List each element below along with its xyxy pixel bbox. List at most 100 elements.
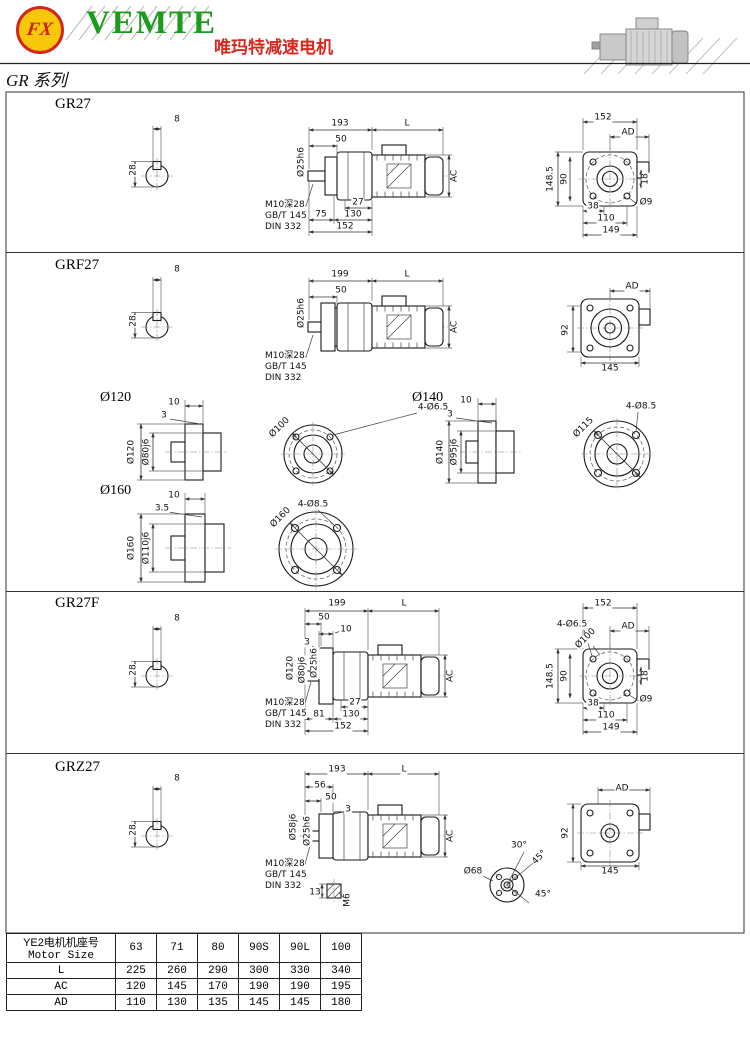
table-cell: 290 bbox=[197, 962, 239, 979]
header-hatching-left bbox=[65, 5, 210, 41]
gr27-shaft-dia: Ø25h6 bbox=[296, 146, 307, 178]
grz27-pad-angle-45b: 45° bbox=[534, 889, 552, 900]
grz27-key-height: 28 bbox=[128, 823, 139, 837]
gr27f-step: 3 bbox=[303, 637, 311, 648]
grz27-shaft-dia: Ø25h6 bbox=[302, 815, 313, 847]
table-size-100: 100 bbox=[320, 933, 362, 963]
gr27f-rv-148-5: 148.5 bbox=[545, 662, 556, 690]
gr27-dim-shaft-length: 50 bbox=[334, 134, 348, 145]
model-title-grz27: GRZ27 bbox=[55, 759, 100, 775]
table-row-ad: AD 110 130 135 145 145 180 bbox=[6, 994, 362, 1011]
gr27f-rv-18: 18 bbox=[640, 669, 651, 683]
flange-160-title: Ø160 bbox=[100, 483, 132, 498]
gr27f-dim-27: 27 bbox=[348, 697, 362, 708]
gr27-tap-note-2: GB/T 145 bbox=[265, 211, 307, 221]
grz27-drawing bbox=[131, 771, 651, 904]
flange-160-pilot: Ø110j6 bbox=[141, 530, 152, 566]
brand-logo: FX bbox=[16, 6, 64, 54]
gr27-tap-note-3: DIN 332 bbox=[265, 222, 302, 232]
table-cell: 145 bbox=[279, 994, 321, 1011]
gr27f-rv-152: 152 bbox=[593, 598, 613, 609]
gr27-rv-38: 38 bbox=[586, 201, 600, 212]
gr27-dim-130: 130 bbox=[343, 209, 363, 220]
table-size-90l: 90L bbox=[279, 933, 321, 963]
flange-160-drawing bbox=[137, 493, 357, 590]
grz27-tap-note-3: DIN 332 bbox=[265, 881, 302, 891]
flange-120-thickness: 10 bbox=[167, 397, 181, 408]
flange-140-step: 3 bbox=[446, 409, 454, 420]
gr27-rv-152: 152 bbox=[593, 112, 613, 123]
grz27-tap-note-1: M10深28 bbox=[265, 859, 305, 869]
gr27f-flange-thickness: 10 bbox=[339, 624, 353, 635]
table-header-en: Motor Size bbox=[27, 950, 94, 962]
grf27-tap-note-3: DIN 332 bbox=[265, 373, 302, 383]
grf27-motor-dia: AC bbox=[449, 319, 460, 335]
table-cell: 145 bbox=[238, 994, 280, 1011]
gr27f-key-width: 8 bbox=[173, 613, 181, 624]
flange-140-od: Ø140 bbox=[435, 438, 446, 466]
brand-subtitle: 唯玛特减速电机 bbox=[214, 38, 333, 57]
grf27-key-width: 8 bbox=[173, 264, 181, 275]
gr27-rv-149: 149 bbox=[601, 225, 621, 236]
logo-mark: FX bbox=[25, 19, 55, 40]
gr27f-dim-81: 81 bbox=[312, 709, 326, 720]
gr27f-key-height: 28 bbox=[128, 663, 139, 677]
table-cell: 260 bbox=[156, 962, 198, 979]
gr27f-rv-38: 38 bbox=[586, 698, 600, 709]
model-title-gr27f: GR27F bbox=[55, 595, 100, 611]
gr27f-rv-110: 110 bbox=[596, 710, 616, 721]
table-cell: 170 bbox=[197, 978, 239, 995]
grf27-dim-motor-length: L bbox=[403, 269, 411, 280]
gr27-motor-dia: AC bbox=[449, 168, 460, 184]
brand-name: VEMTE bbox=[86, 5, 218, 41]
grz27-key-width: 8 bbox=[173, 773, 181, 784]
gr27f-pilot: Ø80j6 bbox=[297, 655, 308, 685]
gr27-rv-ad: AD bbox=[620, 127, 636, 138]
gr27f-tap-note-3: DIN 332 bbox=[265, 720, 302, 730]
gr27-dim-27: 27 bbox=[351, 197, 365, 208]
table-cell: 130 bbox=[156, 994, 198, 1011]
gr27-rv-148-5: 148.5 bbox=[545, 165, 556, 193]
flange-160-od: Ø160 bbox=[126, 534, 137, 562]
table-cell: 225 bbox=[115, 962, 157, 979]
flange-120-step: 3 bbox=[160, 410, 168, 421]
grz27-motor-dia: AC bbox=[445, 828, 456, 844]
grz27-rv-ad: AD bbox=[614, 783, 630, 794]
page-frame bbox=[5, 91, 745, 934]
gr27f-dim-motor-length: L bbox=[400, 598, 408, 609]
flange-120-od: Ø120 bbox=[126, 438, 137, 466]
table-cell: 195 bbox=[320, 978, 362, 995]
gr27f-rv-ad: AD bbox=[620, 621, 636, 632]
gr27-drawing bbox=[131, 118, 650, 238]
flange-140-thickness: 10 bbox=[459, 395, 473, 406]
gr27-rv-110: 110 bbox=[596, 213, 616, 224]
table-row-label: AD bbox=[6, 994, 116, 1011]
gr27-key-height: 28 bbox=[128, 163, 139, 177]
grz27-stud-length: 13 bbox=[308, 887, 322, 898]
grf27-rv-145: 145 bbox=[600, 363, 620, 374]
flange-160-holes: 4-Ø8.5 bbox=[296, 499, 330, 510]
gr27-dim-75: 75 bbox=[314, 209, 328, 220]
gr27-key-width: 8 bbox=[173, 114, 181, 125]
gr27-dim-motor-length: L bbox=[403, 118, 411, 129]
table-row-label: L bbox=[6, 962, 116, 979]
gr27-dim-gear-length: 193 bbox=[330, 118, 350, 129]
motor-size-table: YE2电机机座号 Motor Size 63 71 80 90S 90L 100… bbox=[6, 933, 362, 1011]
flange-160-thickness: 10 bbox=[167, 490, 181, 501]
table-cell: 340 bbox=[320, 962, 362, 979]
grf27-rv-92: 92 bbox=[560, 323, 571, 337]
table-row-ac: AC 120 145 170 190 190 195 bbox=[6, 978, 362, 995]
table-cell: 120 bbox=[115, 978, 157, 995]
table-cell: 190 bbox=[238, 978, 280, 995]
gr27f-rv-90: 90 bbox=[559, 669, 570, 683]
table-size-80: 80 bbox=[197, 933, 239, 963]
grz27-dim-gear-length: 193 bbox=[327, 764, 347, 775]
model-title-grf27: GRF27 bbox=[55, 257, 100, 273]
grz27-dim-56: 56 bbox=[313, 780, 327, 791]
grf27-key-height: 28 bbox=[128, 314, 139, 328]
grz27-stud-thread: M6 bbox=[342, 892, 353, 908]
grf27-tap-note-2: GB/T 145 bbox=[265, 362, 307, 372]
table-cell: 300 bbox=[238, 962, 280, 979]
